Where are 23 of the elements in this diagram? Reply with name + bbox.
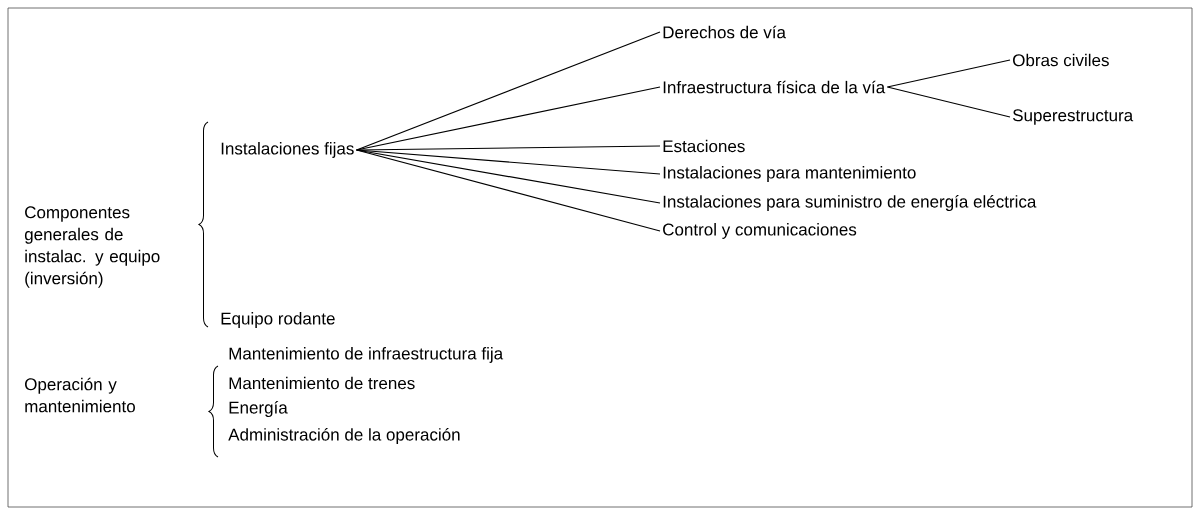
text-label: Superestructura [1013,109,1134,125]
text-label: Instalaciones para mantenimiento [663,166,916,182]
connector-line [886,59,1011,88]
text-label: Instalaciones fijas [221,142,354,158]
text-label: Control y comunicaciones [663,223,857,239]
text-label: Administración de la operación [228,428,460,445]
text-label: Instalaciones para suministro de energía eléctrica [663,195,1037,212]
text-label: Mantenimiento de infraestructura fija [229,347,504,363]
connector-line [356,149,661,175]
text-label: Mantenimiento de trenes [229,376,415,390]
text-label: Energía [229,401,288,418]
connector-line [356,31,661,151]
text-label: Derechos de vía [663,25,786,39]
connector-line [356,86,661,151]
text-label: Infraestructura física de la vía [663,80,886,94]
connector-line [356,149,661,232]
text-label: Componentes generales de instalac. y equipo (inversión) [24,206,160,288]
connector-line [356,145,661,151]
text-label: Obras civiles [1013,53,1109,67]
connector-line [886,86,1011,118]
text-label: Operación y mantenimiento [25,377,135,413]
text-label: Estaciones [663,139,745,153]
text-label: Equipo rodante [221,312,335,328]
